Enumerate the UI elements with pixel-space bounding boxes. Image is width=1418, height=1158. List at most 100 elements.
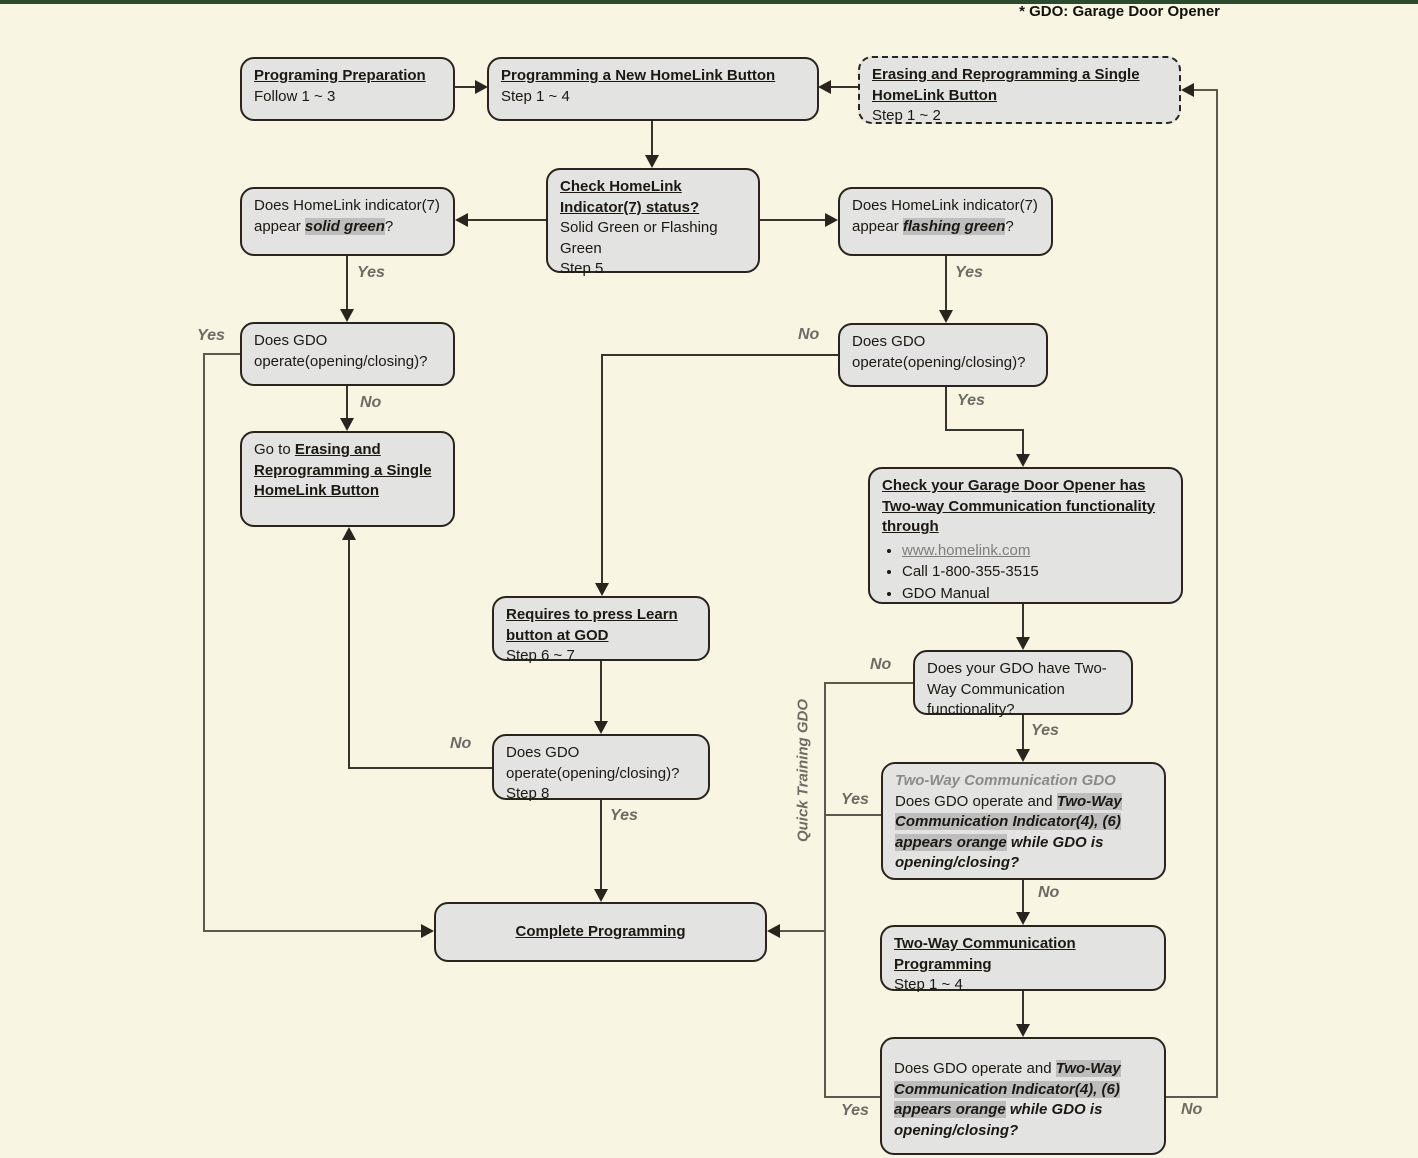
node-step: Step 5 [560, 260, 604, 277]
homelink-url-link[interactable]: www.homelink.com [902, 541, 1031, 559]
node-text: Does GDO operate and [894, 1060, 1056, 1077]
node-complete-programming: Complete Programming [434, 902, 767, 962]
flow-line [760, 219, 826, 221]
node-programming-preparation: Programing Preparation Follow 1 ~ 3 [240, 57, 455, 121]
edge-label-no: No [1181, 1101, 1203, 1118]
arrowhead-down [594, 889, 608, 902]
arrowhead-down [939, 310, 953, 323]
node-title: Programming a New HomeLink Button [501, 67, 776, 84]
node-goto-link: Erasing and Reprogramming a Single HomeL… [254, 441, 432, 499]
arrowhead-right [825, 213, 838, 227]
node-press-learn-button: Requires to press Learn button at GOD St… [492, 596, 710, 664]
arrowhead-right [475, 80, 488, 94]
flow-line [824, 682, 826, 1098]
node-title: Two-Way Communication Programming [894, 935, 1076, 973]
flow-line [1166, 1096, 1218, 1098]
flow-line [203, 353, 240, 355]
flow-line [1193, 89, 1218, 91]
node-text: while GDO is opening/closing? [894, 1101, 1103, 1139]
arrowhead-right [421, 924, 434, 938]
node-text: Does your GDO have Two-Way Communication… [927, 660, 1107, 718]
node-text: Does GDO operate(opening/closing)? [506, 744, 680, 782]
node-title: Programing Preparation [254, 67, 426, 84]
edge-label-yes: Yes [841, 1102, 869, 1119]
flow-line [825, 1096, 880, 1098]
arrowhead-left [818, 80, 831, 94]
edge-label-yes: Yes [957, 392, 985, 409]
flow-line [831, 86, 858, 88]
flow-line [600, 661, 602, 723]
node-step: Step 6 ~ 7 [506, 647, 575, 664]
node-heading: Two-Way Communication GDO [895, 772, 1116, 789]
edge-label-yes: Yes [1031, 722, 1059, 739]
arrowhead-down [595, 583, 609, 596]
edge-label-yes: Yes [841, 791, 869, 808]
edge-label-yes: Yes [610, 807, 638, 824]
edge-label-yes: Yes [357, 264, 385, 281]
arrowhead-down [1016, 637, 1030, 650]
flow-line [1022, 880, 1024, 913]
flow-line [467, 219, 546, 221]
flow-line [1022, 604, 1024, 638]
flow-line [348, 767, 492, 769]
arrowhead-down [1016, 454, 1030, 467]
arrowhead-left [1181, 83, 1194, 97]
list-item: Call 1-800-355-3515 [902, 562, 1169, 583]
node-text: Does HomeLink indicator(7) appear [852, 197, 1038, 235]
quick-training-gdo-label: Quick Training GDO [794, 698, 812, 843]
node-flashing-green-question: Does HomeLink indicator(7) appear flashi… [838, 187, 1053, 256]
node-text: ? [1005, 217, 1014, 235]
node-check-homelink-indicator: Check HomeLink Indicator(7) status? Soli… [546, 168, 760, 277]
flow-line [945, 387, 947, 430]
node-title: Complete Programming [515, 922, 686, 940]
node-programming-new-homelink-button: Programming a New HomeLink Button Step 1… [487, 57, 819, 121]
node-bullet-list: www.homelink.com Call 1-800-355-3515 GDO… [902, 541, 1169, 605]
arrowhead-left [455, 213, 468, 227]
flow-line [203, 353, 205, 932]
node-title: Erasing and Reprogramming a Single HomeL… [872, 66, 1140, 104]
node-text: Go to [254, 441, 295, 458]
edge-label-no: No [360, 394, 382, 411]
node-goto-erasing: Go to Erasing and Reprogramming a Single… [240, 431, 455, 527]
flow-line [779, 930, 825, 932]
edge-label-no: No [798, 326, 820, 343]
flow-line [945, 256, 947, 311]
node-have-2way-question: Does your GDO have Two-Way Communication… [913, 650, 1133, 718]
flow-line [346, 256, 348, 310]
flow-line [348, 539, 350, 769]
node-step: Step 8 [506, 785, 550, 802]
node-text: Does GDO operate(opening/closing)? [852, 333, 1026, 371]
node-2way-programming: Two-Way Communication Programming Step 1… [880, 925, 1166, 993]
arrowhead-down [340, 309, 354, 322]
node-title: Check your Garage Door Opener has Two-wa… [882, 477, 1156, 535]
list-item: GDO Manual [902, 584, 1169, 605]
node-text: while GDO is opening/closing? [895, 833, 1104, 872]
node-text-highlight: flashing green [902, 217, 1006, 235]
arrowhead-up [342, 527, 356, 540]
node-subtitle: Step 1 ~ 4 [501, 87, 570, 105]
arrowhead-down [594, 721, 608, 734]
node-solid-green-question: Does HomeLink indicator(7) appear solid … [240, 187, 455, 256]
top-accent-bar [0, 0, 1418, 4]
flow-line [601, 354, 838, 356]
flow-line [455, 86, 478, 88]
flow-line [1216, 89, 1218, 1098]
node-text: Does GDO operate(opening/closing)? [254, 332, 428, 370]
edge-label-no: No [450, 735, 472, 752]
flow-line [1022, 429, 1024, 455]
node-gdo-operate-left: Does GDO operate(opening/closing)? [240, 322, 455, 386]
arrowhead-down [645, 155, 659, 168]
flow-line [203, 930, 422, 932]
node-title: Requires to press Learn button at GOD [506, 606, 678, 644]
node-check-2way-functionality: Check your Garage Door Opener has Two-wa… [868, 467, 1183, 604]
arrowhead-down [1016, 912, 1030, 925]
arrowhead-down [340, 418, 354, 431]
node-step: Step 1 ~ 4 [894, 976, 963, 993]
gdo-footnote: * GDO: Garage Door Opener [1019, 3, 1220, 20]
edge-label-yes: Yes [955, 264, 983, 281]
edge-label-no: No [1038, 884, 1060, 901]
node-2way-gdo-question: Two-Way Communication GDO Does GDO opera… [881, 762, 1166, 880]
arrowhead-down [1016, 1024, 1030, 1037]
flow-line [825, 682, 913, 684]
